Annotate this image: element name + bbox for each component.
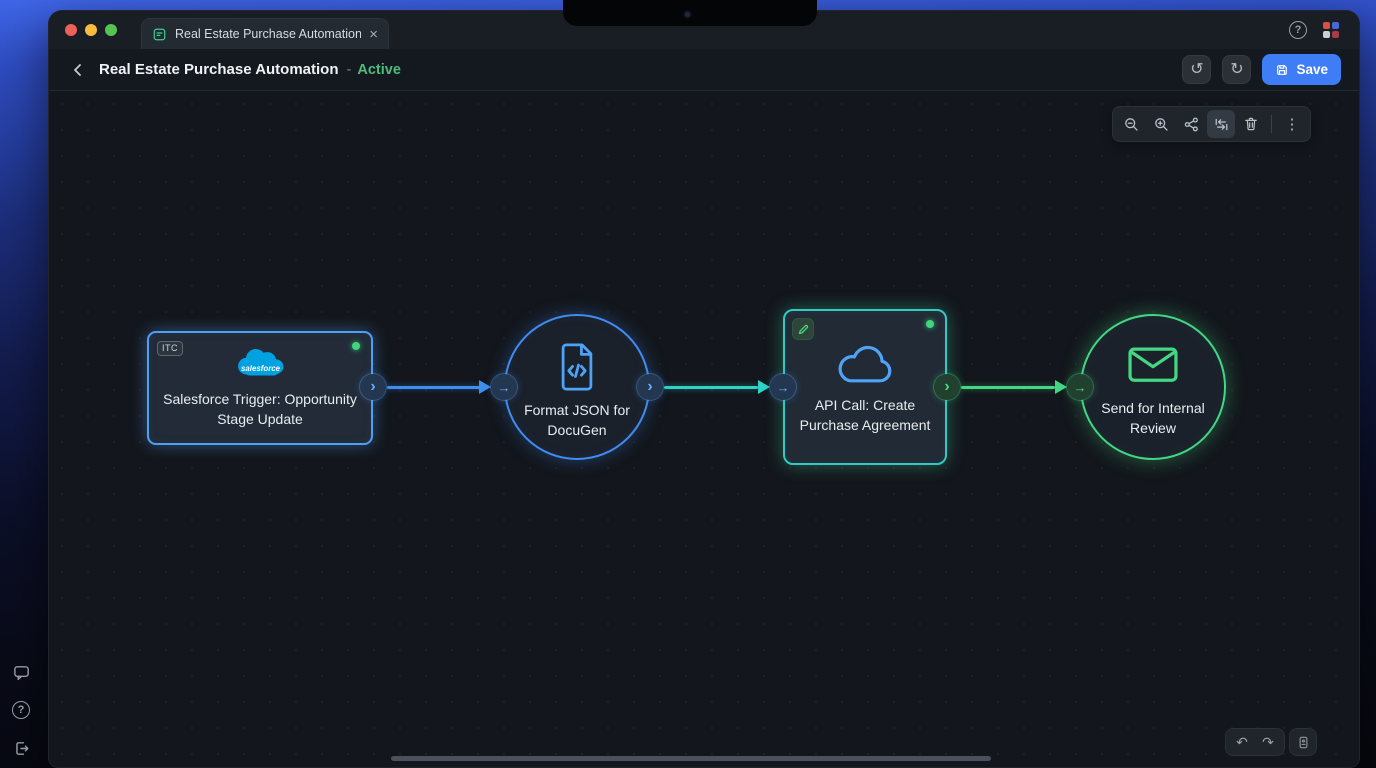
toolbar-divider bbox=[1271, 115, 1272, 133]
node-title: Send for Internal Review bbox=[1101, 400, 1205, 436]
envelope-icon bbox=[1128, 347, 1178, 382]
screen-notch bbox=[563, 0, 817, 26]
node-format-json[interactable]: Format JSON for DocuGen bbox=[504, 314, 650, 460]
port-in-node2[interactable]: → bbox=[491, 374, 517, 400]
app-window: Real Estate Purchase Automation × ? Real… bbox=[48, 10, 1360, 768]
page-title: Real Estate Purchase Automation bbox=[99, 61, 339, 78]
minimize-window-button[interactable] bbox=[85, 24, 97, 36]
node-title: Salesforce Trigger: Opportunity Stage Up… bbox=[163, 391, 357, 427]
footer-controls: ↶ ↷ bbox=[1225, 728, 1317, 756]
horizontal-scrollbar[interactable] bbox=[391, 756, 991, 761]
port-out-node1[interactable]: › bbox=[360, 374, 386, 400]
chat-icon[interactable] bbox=[11, 662, 31, 682]
zoom-in-button[interactable] bbox=[1147, 110, 1175, 138]
edit-badge[interactable] bbox=[793, 319, 813, 339]
kebab-icon: ⋮ bbox=[1284, 115, 1300, 133]
salesforce-cloud-icon: salesforce bbox=[238, 348, 284, 376]
tab-favicon bbox=[153, 28, 166, 40]
save-button[interactable]: Save bbox=[1262, 54, 1341, 85]
zoom-in-icon bbox=[1154, 117, 1168, 131]
more-options-button[interactable]: ⋮ bbox=[1278, 110, 1306, 138]
save-icon bbox=[1277, 64, 1288, 75]
trash-icon bbox=[1245, 117, 1257, 131]
node-salesforce-trigger[interactable]: ITC salesforce Salesforce Trigger: Oppor… bbox=[147, 331, 373, 445]
redo-small-button[interactable]: ↷ bbox=[1255, 730, 1281, 754]
status-dot bbox=[352, 342, 360, 350]
help-icon[interactable]: ? bbox=[11, 700, 31, 720]
connection-line bbox=[664, 386, 758, 389]
help-circle-icon[interactable]: ? bbox=[1289, 21, 1307, 39]
canvas-toolbar: ⋮ bbox=[1112, 106, 1311, 142]
undo-icon: ↺ bbox=[1190, 60, 1204, 78]
port-out-node2[interactable]: › bbox=[637, 374, 663, 400]
header-actions: ↺ ↻ Save bbox=[1182, 54, 1341, 85]
port-in-node4[interactable]: → bbox=[1067, 374, 1093, 400]
salesforce-logo-text: salesforce bbox=[241, 364, 281, 373]
node-send-review[interactable]: Send for Internal Review bbox=[1080, 314, 1226, 460]
port-in-node3[interactable]: → bbox=[770, 374, 796, 400]
minimap-icon bbox=[1299, 736, 1307, 748]
window-controls bbox=[65, 24, 117, 36]
auto-layout-icon bbox=[1215, 118, 1227, 130]
extension-logo-icon[interactable] bbox=[1323, 22, 1339, 38]
connection-arrowhead bbox=[479, 380, 491, 394]
close-window-button[interactable] bbox=[65, 24, 77, 36]
node-title: Format JSON for DocuGen bbox=[524, 402, 630, 438]
zoom-out-icon bbox=[1124, 117, 1138, 131]
tab-bar-right: ? bbox=[1289, 21, 1343, 39]
pencil-icon bbox=[798, 324, 808, 334]
flow-header: Real Estate Purchase Automation - Active… bbox=[49, 49, 1359, 91]
share-button[interactable] bbox=[1177, 110, 1205, 138]
redo-icon: ↻ bbox=[1230, 60, 1244, 78]
history-pill: ↶ ↷ bbox=[1225, 728, 1285, 756]
desktop-strip: ? bbox=[11, 662, 31, 758]
undo-icon: ↶ bbox=[1236, 734, 1248, 750]
connection-line bbox=[387, 386, 481, 389]
undo-small-button[interactable]: ↶ bbox=[1229, 730, 1255, 754]
port-out-node3[interactable]: › bbox=[934, 374, 960, 400]
back-button[interactable] bbox=[67, 59, 89, 81]
delete-button[interactable] bbox=[1237, 110, 1265, 138]
flow-canvas[interactable]: ⋮ ITC bbox=[49, 91, 1359, 767]
tab-close-icon[interactable]: × bbox=[369, 25, 378, 43]
zoom-out-button[interactable] bbox=[1117, 110, 1145, 138]
file-code-icon bbox=[561, 343, 593, 391]
share-icon bbox=[1184, 117, 1198, 131]
help-glyph: ? bbox=[1294, 23, 1302, 36]
save-label: Save bbox=[1296, 62, 1328, 77]
redo-button[interactable]: ↻ bbox=[1222, 55, 1252, 84]
node-type-badge: ITC bbox=[157, 341, 183, 356]
chevron-left-icon bbox=[74, 63, 81, 76]
undo-button[interactable]: ↺ bbox=[1182, 55, 1212, 84]
tab-title: Real Estate Purchase Automation bbox=[175, 27, 362, 41]
node-api-call[interactable]: API Call: Create Purchase Agreement bbox=[783, 309, 947, 465]
connection-arrowhead bbox=[1055, 380, 1067, 394]
title-separator: - bbox=[346, 61, 352, 78]
camera-icon bbox=[685, 12, 690, 17]
cloud-icon bbox=[838, 345, 892, 383]
connection-line bbox=[961, 386, 1055, 389]
status-dot bbox=[926, 320, 934, 328]
status-badge: Active bbox=[357, 61, 401, 78]
help-glyph: ? bbox=[17, 703, 25, 716]
zoom-window-button[interactable] bbox=[105, 24, 117, 36]
logout-icon[interactable] bbox=[11, 738, 31, 758]
auto-layout-button[interactable] bbox=[1207, 110, 1235, 138]
node-title: API Call: Create Purchase Agreement bbox=[799, 397, 931, 433]
connection-arrowhead bbox=[758, 380, 770, 394]
browser-tab[interactable]: Real Estate Purchase Automation × bbox=[141, 18, 389, 49]
minimap-button[interactable] bbox=[1289, 728, 1317, 756]
redo-icon: ↷ bbox=[1262, 734, 1274, 750]
